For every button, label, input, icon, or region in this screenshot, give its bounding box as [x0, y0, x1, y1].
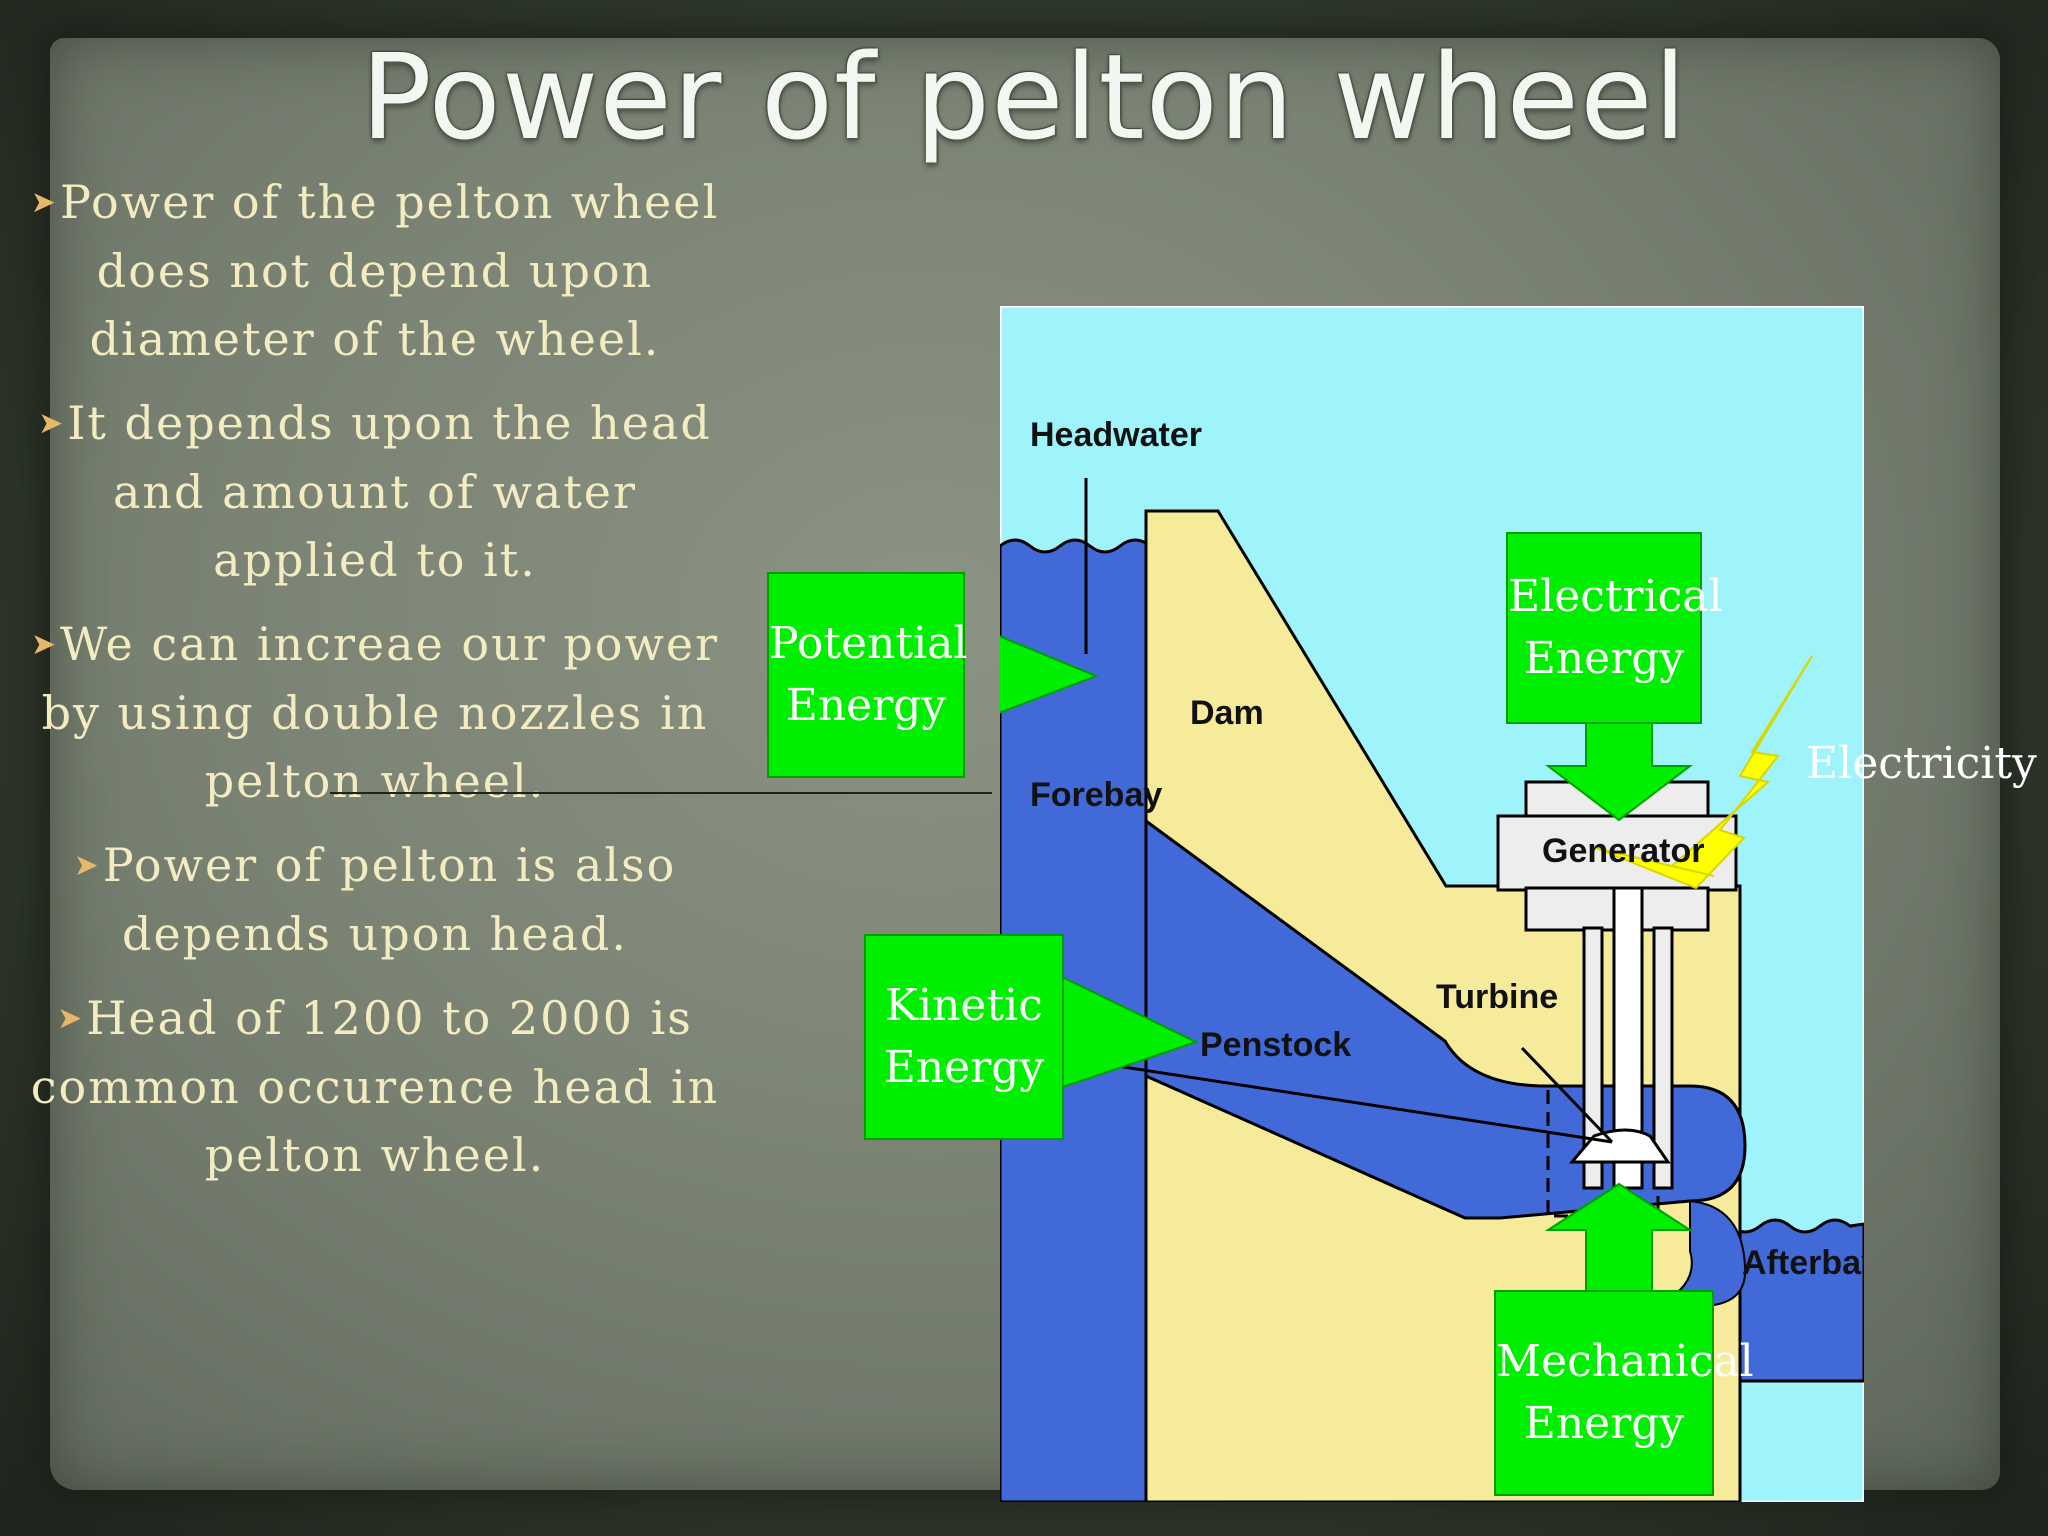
- box-line: Energy: [1523, 1398, 1685, 1449]
- lightning-bolt-icon: [1595, 655, 1813, 890]
- support-right: [1652, 926, 1674, 1190]
- bullet-item: ➤We can increae our power by using doubl…: [15, 610, 735, 815]
- arrowhead-bullet-icon: ➤: [38, 406, 66, 441]
- bullet-text: Head of 1200 to 2000 is common occurence…: [30, 991, 720, 1182]
- arrowhead-bullet-icon: ➤: [73, 848, 101, 883]
- label-headwater: Headwater: [1030, 416, 1202, 454]
- bullet-item: ➤It depends upon the head and amount of …: [15, 389, 735, 594]
- bullet-item: ➤Power of the pelton wheel does not depe…: [15, 168, 735, 373]
- bullet-item: ➤Power of pelton is also depends upon he…: [15, 831, 735, 968]
- box-line: Electrical: [1508, 571, 1723, 622]
- box-line: Kinetic: [885, 980, 1043, 1031]
- turbine-pointer-line: [1520, 1046, 1614, 1144]
- bullet-item: ➤Head of 1200 to 2000 is common occurenc…: [15, 984, 735, 1189]
- potential-arrow: [1000, 635, 1099, 714]
- pointer-line: [330, 792, 992, 794]
- kinetic-energy-box: Kinetic Energy: [864, 934, 1064, 1140]
- box-line: Mechanical: [1496, 1336, 1754, 1387]
- electrical-arrow: [1545, 721, 1693, 822]
- arrowhead-bullet-icon: ➤: [30, 627, 59, 662]
- label-generator: Generator: [1542, 832, 1705, 870]
- box-line: Energy: [785, 680, 947, 731]
- box-line: Energy: [1523, 633, 1685, 684]
- bullet-text: We can increae our power by using double…: [41, 617, 720, 808]
- hydro-dam-diagram: Headwater Dam Forebay Generator Turbine …: [1000, 306, 1864, 1502]
- label-afterbay: Afterbay: [1742, 1244, 1864, 1282]
- box-line: Energy: [883, 1042, 1045, 1093]
- slide-title: Power of pelton wheel: [360, 28, 1688, 166]
- label-forebay: Forebay: [1030, 776, 1162, 814]
- bullet-list: ➤Power of the pelton wheel does not depe…: [15, 168, 735, 1205]
- bullet-text: It depends upon the head and amount of w…: [67, 396, 712, 587]
- electricity-label: Electricity: [1806, 738, 2037, 789]
- support-left: [1582, 926, 1604, 1190]
- label-penstock: Penstock: [1200, 1026, 1351, 1064]
- electrical-energy-box: Electrical Energy: [1506, 532, 1723, 724]
- arrowhead-bullet-icon: ➤: [30, 185, 58, 220]
- tailrace: [1654, 1199, 1747, 1307]
- box-line: Potential: [769, 618, 968, 669]
- bullet-text: Power of pelton is also depends upon hea…: [102, 838, 677, 961]
- label-dam: Dam: [1190, 694, 1264, 732]
- potential-energy-box: Potential Energy: [767, 572, 968, 778]
- bullet-text: Power of the pelton wheel does not depen…: [59, 175, 720, 366]
- turbine-runner: [1568, 1128, 1671, 1164]
- mechanical-energy-box: Mechanical Energy: [1494, 1290, 1754, 1496]
- arrowhead-bullet-icon: ➤: [57, 1001, 85, 1036]
- label-turbine: Turbine: [1436, 978, 1558, 1016]
